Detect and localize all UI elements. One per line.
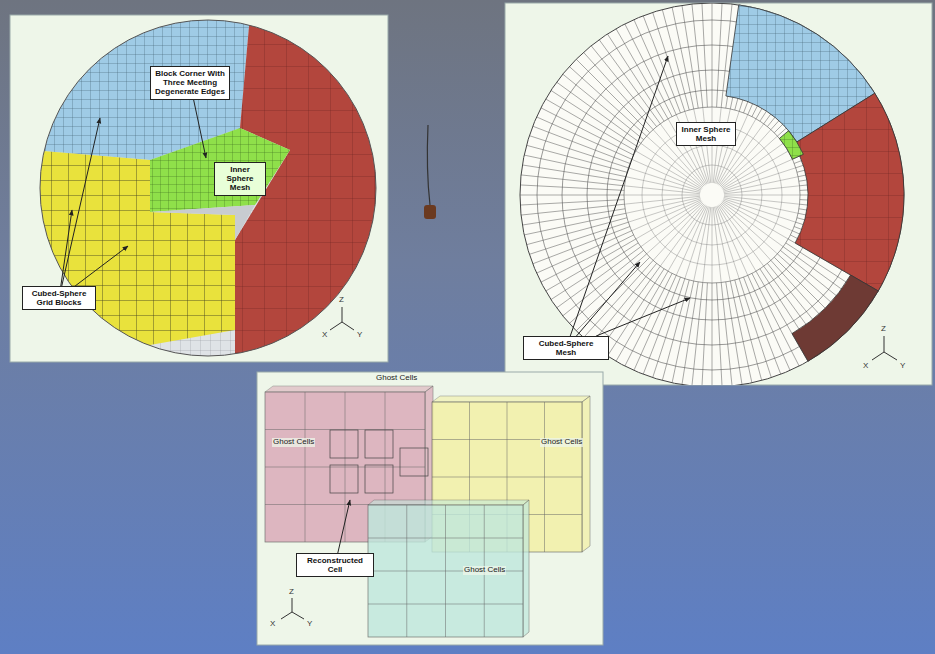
callout-text: Cubed-Sphere Mesh	[528, 339, 604, 357]
leader-arrow	[194, 100, 206, 158]
label-box: Inner Sphere Mesh	[214, 162, 266, 196]
callout-text: Inner Sphere Mesh	[219, 165, 261, 193]
cubed-sphere-cutaway	[30, 15, 390, 365]
label-box: Cubed-Sphere Mesh	[523, 336, 609, 360]
label-box: Inner Sphere Mesh	[676, 122, 736, 146]
cubed-sphere-section	[520, 3, 904, 385]
leader-arrow	[596, 298, 690, 336]
leader-arrow	[570, 56, 668, 336]
callout-text: Block Corner With Three Meeting Degenera…	[155, 69, 225, 97]
callout-text: Inner Sphere Mesh	[681, 125, 731, 143]
label-box: Cubed-Sphere Grid Blocks	[22, 286, 96, 310]
region-label: Ghost Cells	[272, 438, 315, 447]
axis-triad	[330, 307, 354, 330]
axis-letter: Z	[338, 296, 345, 305]
region-label: Ghost Cells	[540, 438, 583, 447]
axis-triad	[872, 336, 897, 360]
ghost-cell-blocks	[265, 386, 590, 637]
axis-letter: X	[321, 331, 328, 340]
label-box: Reconstructed Cell	[296, 553, 374, 577]
axis-letter: Z	[288, 588, 295, 597]
axis-letter: X	[862, 362, 869, 371]
callout-text: Reconstructed Cell	[301, 556, 369, 574]
panel	[257, 372, 603, 645]
cable	[427, 125, 430, 205]
axis-letter: X	[269, 620, 276, 629]
region-label: Ghost Cells	[463, 566, 506, 575]
region-label: Ghost Cells	[375, 374, 418, 383]
axis-letter: Z	[880, 325, 887, 334]
leader-arrow	[61, 210, 72, 286]
leader-arrow	[576, 262, 640, 336]
leader-arrow	[75, 246, 128, 286]
label-box: Block Corner With Three Meeting Degenera…	[150, 66, 230, 100]
axis-letter: Y	[306, 620, 313, 629]
leader-arrow	[338, 500, 350, 553]
leader-arrow	[62, 118, 100, 286]
axis-triad	[281, 598, 304, 619]
callout-text: Cubed-Sphere Grid Blocks	[27, 289, 91, 307]
axis-letter: Y	[899, 362, 906, 371]
microphone	[424, 205, 436, 219]
axis-letter: Y	[356, 331, 363, 340]
